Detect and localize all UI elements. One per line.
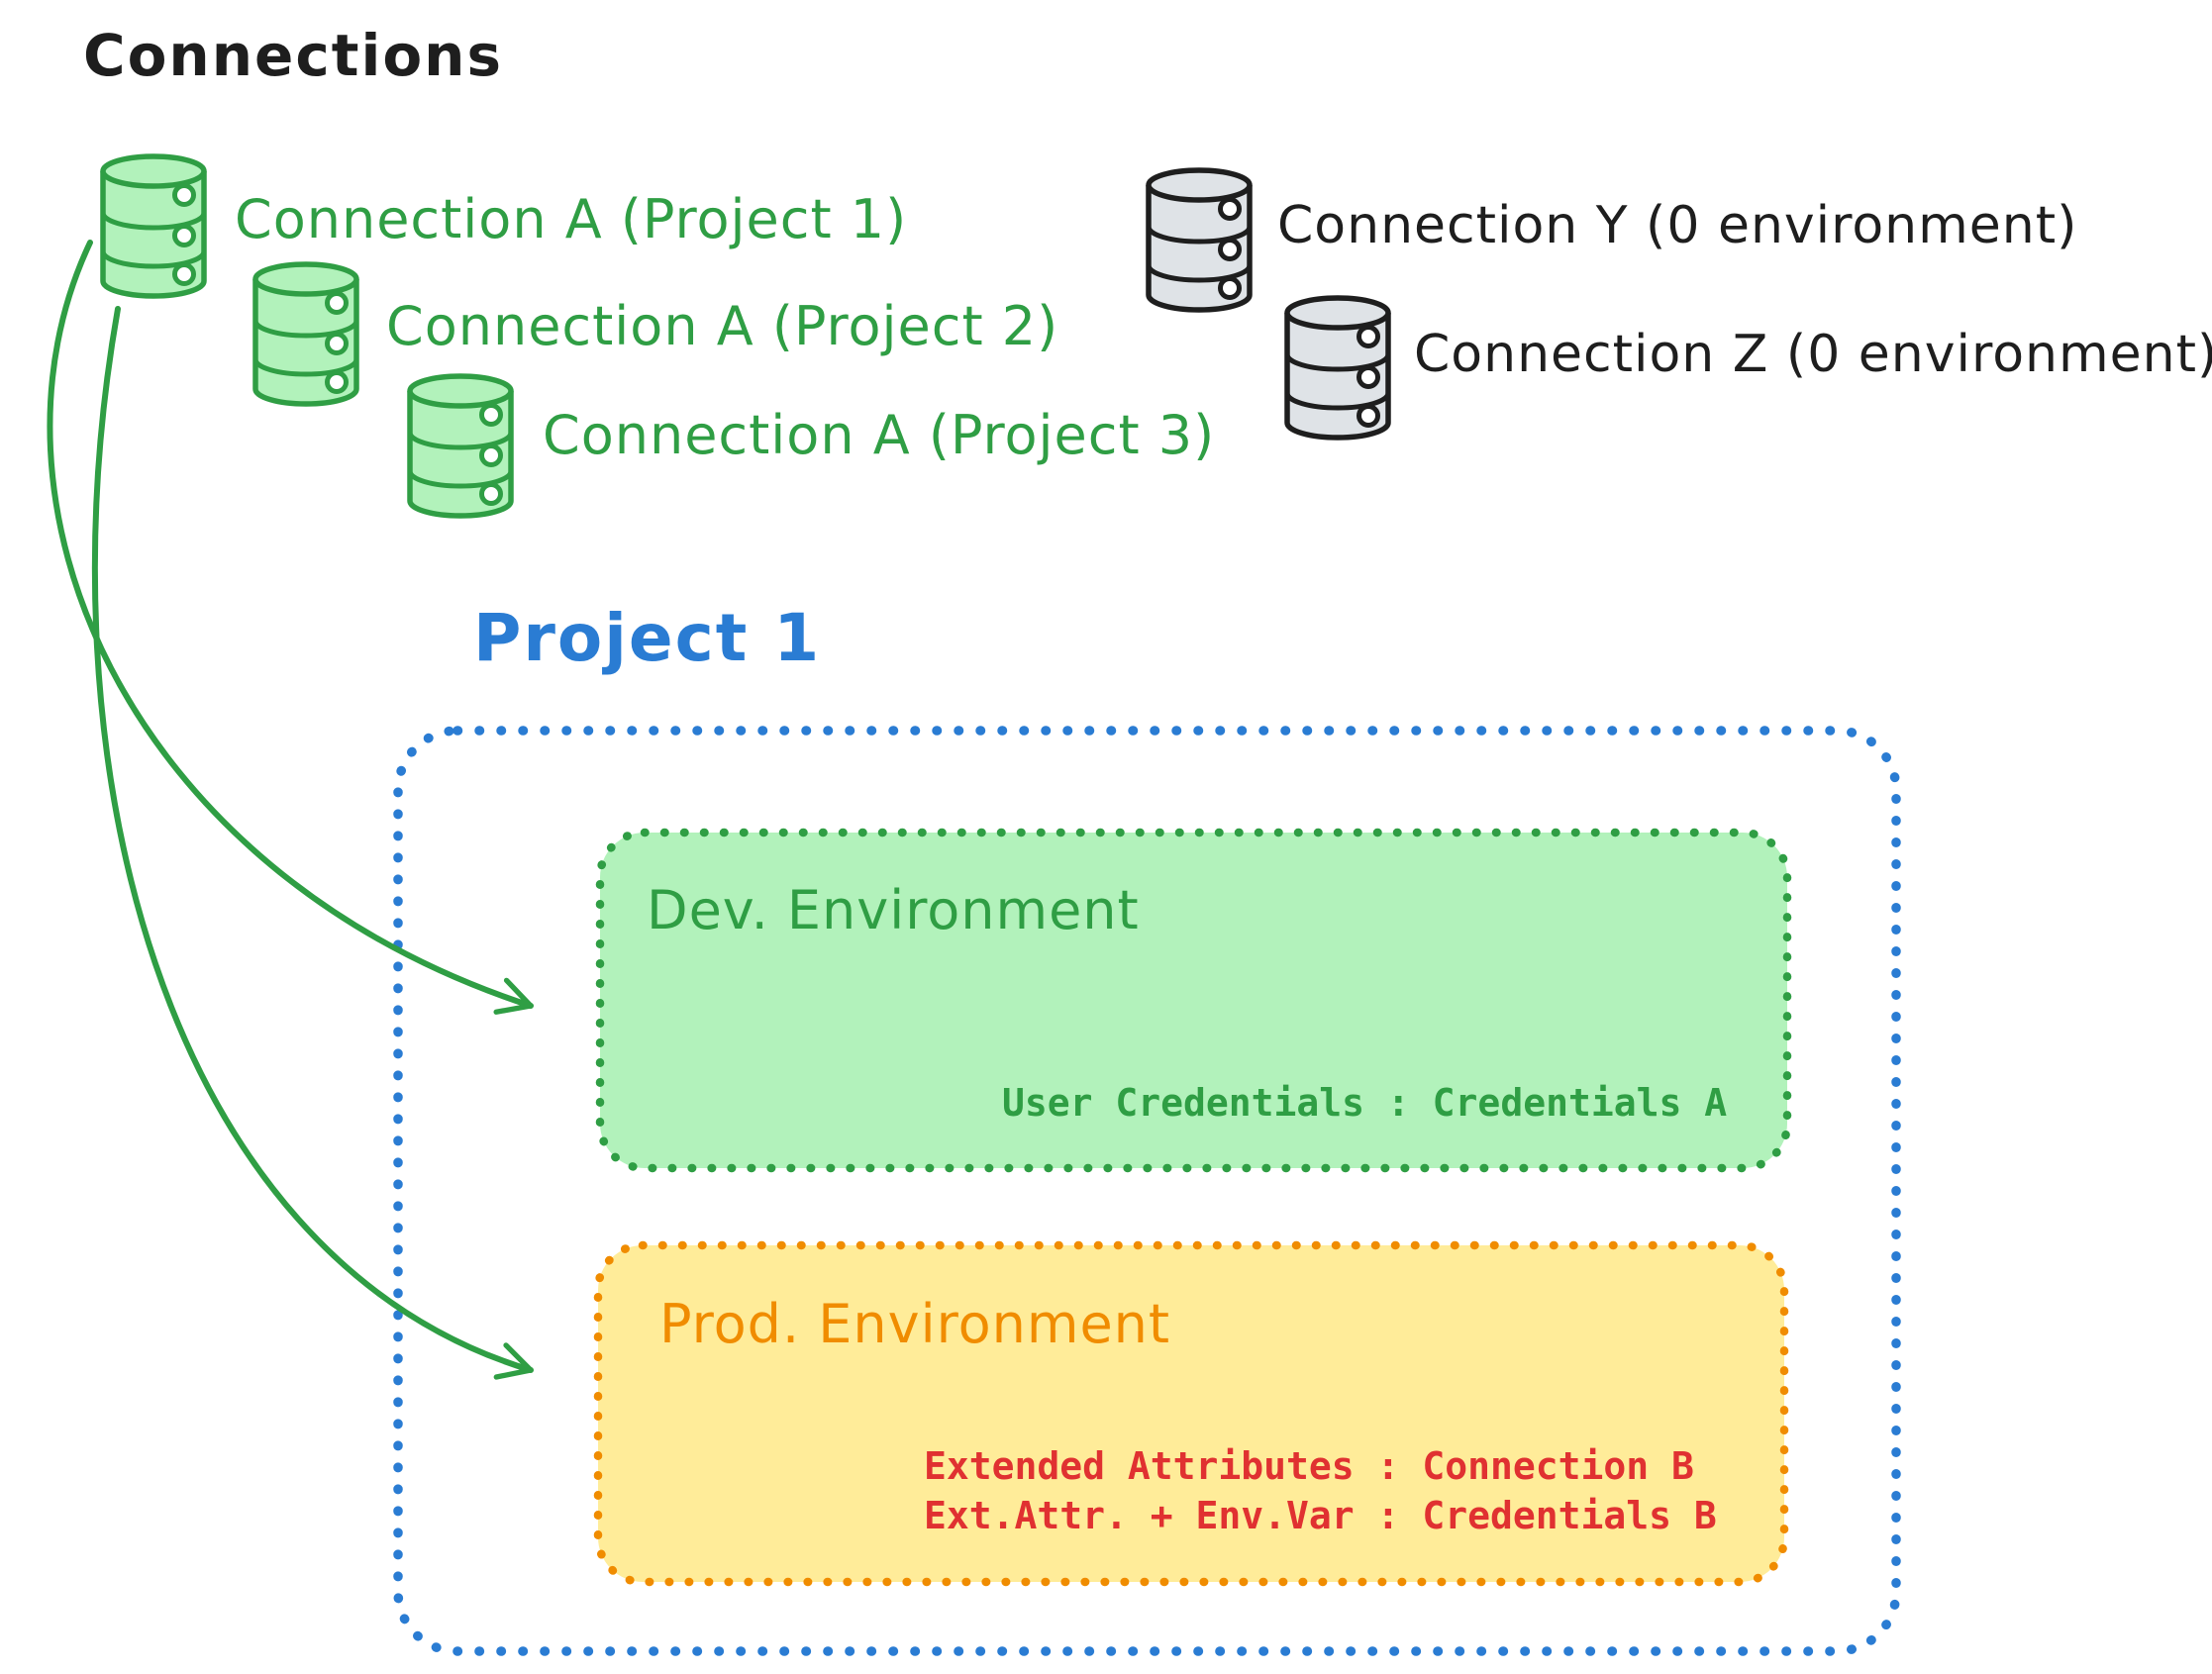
connections-title: Connections — [83, 22, 503, 89]
connection-a-project-1-label: Connection A (Project 1) — [235, 188, 908, 250]
database-icon-connection-a-3 — [410, 376, 511, 516]
dev-environment-title: Dev. Environment — [647, 879, 1140, 941]
connection-z-label: Connection Z (0 environment) — [1414, 325, 2212, 384]
prod-mapping-extended-attributes: Extended Attributes : Connection B — [924, 1444, 1694, 1488]
dev-credentials-mapping: User Credentials : Credentials A — [1002, 1081, 1728, 1125]
prod-environment-title: Prod. Environment — [659, 1293, 1171, 1355]
arrow-connection-a-to-prod — [91, 306, 534, 1380]
connection-a-project-2-label: Connection A (Project 2) — [386, 295, 1059, 357]
database-icon-connection-y — [1149, 170, 1250, 310]
connection-y-label: Connection Y (0 environment) — [1277, 196, 2078, 255]
prod-mapping-ext-attr-env-var: Ext.Attr. + Env.Var : Credentials B — [924, 1494, 1717, 1537]
prod-environment-box — [593, 1240, 1789, 1587]
connection-a-project-3-label: Connection A (Project 3) — [543, 404, 1216, 466]
database-icon-connection-a-1 — [103, 156, 204, 296]
arrow-connection-a-to-dev — [47, 240, 534, 1015]
prod-mappings: Extended Attributes : Connection B Ext.A… — [924, 1441, 1717, 1540]
dev-environment-box — [595, 828, 1792, 1173]
project-1-box — [393, 726, 1901, 1656]
project-1-title: Project 1 — [473, 600, 822, 676]
database-icon-connection-z — [1287, 298, 1388, 438]
database-icon-connection-a-2 — [255, 264, 356, 404]
